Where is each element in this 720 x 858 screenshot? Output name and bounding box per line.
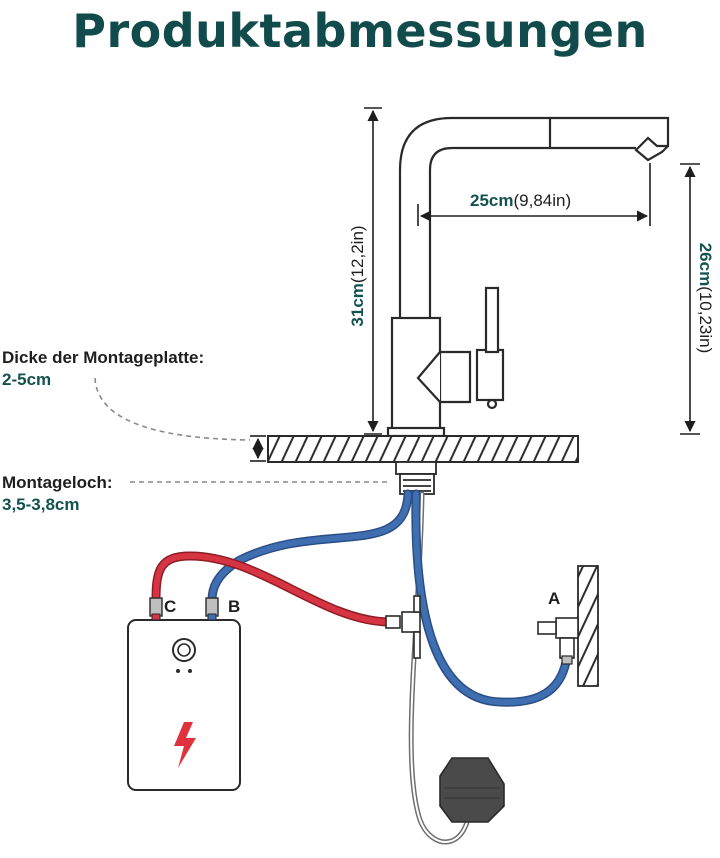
mounting-hole-label: Montageloch: <box>2 473 113 492</box>
cold-hose-to-valve <box>411 489 571 707</box>
faucet-base-ring <box>386 426 446 438</box>
faucet-spout <box>398 116 552 318</box>
connection-label-b: B <box>228 597 241 616</box>
page-title: Produktabmessungen <box>72 4 648 58</box>
plate-thickness-label: Dicke der Montageplatte: <box>2 348 205 367</box>
plate-thickness-value: 2-5cm <box>2 370 52 389</box>
reach-dimension-label: 25cm(9,84in) <box>470 191 571 211</box>
spout-height-dimension-imperial: (10,23in) <box>696 286 715 354</box>
faucet-lever-joint <box>438 350 472 404</box>
angle-valve <box>537 565 599 687</box>
spout-height-dimension-label: 26cm(10,23in) <box>695 233 715 363</box>
hose-weight <box>439 757 505 823</box>
reach-dimension-imperial: (9,84in) <box>513 191 572 210</box>
hot-hose-from-heater <box>151 551 393 627</box>
faucet-pull-out-head <box>550 116 670 162</box>
power-button-icon <box>172 638 196 662</box>
wall <box>577 565 599 687</box>
faucet-lever-handle <box>484 286 500 354</box>
cold-hose-to-heater <box>207 489 413 605</box>
mounting-hole-value: 3,5-3,8cm <box>2 495 80 514</box>
faucet-lever <box>475 348 505 402</box>
connection-label-a: A <box>548 589 561 608</box>
reach-dimension-value: 25cm <box>470 191 514 210</box>
height-dimension-value: 31cm <box>348 283 367 327</box>
dimension-lines <box>250 107 700 462</box>
height-dimension-imperial: (12,2in) <box>348 225 367 284</box>
countertop <box>267 435 579 463</box>
connection-label-c: C <box>164 597 177 616</box>
height-dimension-label: 31cm(12,2in) <box>348 216 368 336</box>
plate-leader-line <box>94 377 251 441</box>
faucet <box>386 116 670 438</box>
hoses <box>151 489 571 845</box>
lightning-icon <box>174 722 196 768</box>
water-heater <box>127 597 241 791</box>
mounting-nut <box>395 461 437 495</box>
hot-water-fitting <box>385 595 421 659</box>
spout-height-dimension-value: 26cm <box>696 242 715 287</box>
